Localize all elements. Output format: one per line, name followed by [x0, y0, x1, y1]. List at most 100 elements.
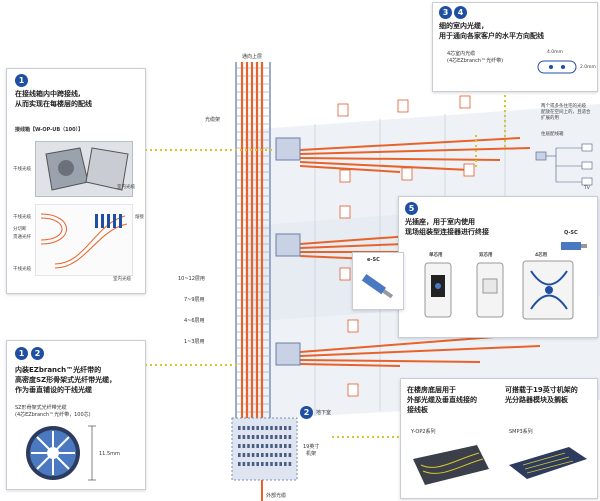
outlet-quad — [522, 260, 574, 320]
rack-port — [279, 435, 282, 439]
fiber-tray-illustration — [34, 203, 134, 277]
qsc-label: Q-SC — [564, 230, 578, 236]
rack-port — [279, 444, 282, 448]
rack-port — [288, 435, 292, 439]
cable-height-dim: 2.0mm — [580, 65, 596, 70]
rack-port — [279, 453, 282, 457]
rack-port — [256, 453, 259, 457]
rack-port — [256, 462, 259, 466]
rack-port — [261, 462, 264, 466]
rack-port — [270, 453, 273, 457]
badge-1b: 1 — [15, 347, 28, 360]
cable-rack-label: 光缆架 — [205, 117, 221, 123]
callout-junction-box: 1 在接线箱内中跨接线, 从而实现在每楼层的配线 接线箱【W-OP-UB（100… — [6, 68, 146, 294]
riser-top-label: 通向上层 — [242, 54, 263, 60]
callout1-title-1: 在接线箱内中跨接线, — [15, 90, 81, 98]
horizontal-cables-top — [299, 137, 531, 173]
distribution-box-label: 住居配线箱 — [541, 132, 564, 137]
rack-port — [288, 462, 292, 466]
rack-port — [261, 426, 264, 430]
panel-left-series: Y-OP2系列 — [411, 429, 436, 435]
qsc-connector — [561, 242, 587, 250]
rack-port — [274, 435, 278, 439]
basement-label: 地下室 — [316, 410, 332, 416]
panel-left-title-3: 接线板 — [407, 406, 428, 414]
callout12-title-3: 作为垂直铺设的干线光缆 — [15, 386, 92, 394]
rack-port — [284, 435, 287, 439]
rack-port — [274, 444, 278, 448]
unit-note-2: 配放在空间上的，且适合 — [541, 110, 591, 115]
esc-connector-icon — [361, 273, 394, 299]
rack-port — [284, 462, 287, 466]
home-network-icon — [535, 143, 593, 186]
badge-4: 4 — [454, 6, 467, 19]
rack-port — [251, 453, 255, 457]
rack-port — [288, 426, 292, 430]
rack-port — [261, 435, 264, 439]
rack-port — [284, 453, 287, 457]
outlet-single — [424, 262, 452, 318]
outlet-label-quad: 4芯用 — [535, 253, 548, 258]
unit-note-3: 扩展的用 — [541, 116, 559, 121]
callout34-title-1: 细的室内光缆， — [439, 22, 488, 30]
rack-label-2: 机架 — [306, 451, 317, 457]
outlet-label-single: 单芯用 — [429, 253, 443, 258]
label-trunk-cable-3: 干线光缆 — [13, 267, 31, 272]
tv-label: TV — [584, 186, 590, 191]
diameter-dimension-line — [88, 425, 96, 481]
rack-port — [251, 444, 255, 448]
label-indoor-cable-2: 室内光缆 — [113, 277, 131, 282]
callout12-title-2: 高密度SZ形骨架式光纤带光缆， — [15, 376, 117, 384]
junction-box-mid — [275, 233, 301, 257]
rack-port — [242, 462, 246, 466]
home-devices: TV — [532, 142, 598, 192]
esc-connector-inset: e-SC — [352, 252, 404, 310]
rack-port — [265, 426, 269, 430]
callout-indoor-cable: 3 4 细的室内光缆， 用于通向各家客户的水平方向配线 4芯室内光缆 (4芯EZ… — [432, 2, 598, 92]
panel-right-title-1: 可搭载于19英寸机架的 — [505, 386, 578, 394]
rack-port — [247, 453, 250, 457]
junction-box-low — [275, 342, 301, 366]
rack-port — [251, 462, 255, 466]
panel-right-title-2: 光分路器模块及搁板 — [505, 396, 568, 404]
label-indoor-cable: 室内光缆 — [117, 185, 135, 190]
rack-port — [242, 435, 246, 439]
outlet-label-double: 双芯用 — [479, 253, 493, 258]
label-shared-fiber: 贯通光纤 — [13, 235, 31, 240]
rack-port — [242, 426, 246, 430]
callout1-product: 接线箱【W-OP-UB（100）】 — [15, 127, 84, 133]
cable-width-dim: 4.0mm — [547, 50, 563, 55]
rack-port — [270, 444, 273, 448]
rack-port — [265, 453, 269, 457]
rack-port — [238, 426, 241, 430]
panel-right-series: SMP3系列 — [509, 429, 533, 435]
rack-port — [261, 444, 264, 448]
floor-label-7-9: 7~9层用 — [184, 297, 205, 303]
rack-port — [247, 444, 250, 448]
panel-left-title-2: 外部光缆及垂直线接的 — [407, 396, 477, 404]
rack-port — [274, 462, 278, 466]
rack-label-1: 19英寸 — [303, 444, 320, 450]
callout34-product-1: 4芯室内光缆 — [447, 51, 476, 57]
junction-box-photo — [35, 141, 133, 197]
basement-badge: 2 — [300, 406, 313, 419]
rack-port — [265, 435, 269, 439]
rack-port — [242, 444, 246, 448]
badge-1: 1 — [15, 74, 28, 87]
label-cutter: 分切断 — [13, 227, 27, 232]
rack-port — [247, 462, 250, 466]
fiber-routing-diagram — [34, 203, 134, 277]
callout-optical-outlet: 5 光插座，用于室内使用 现场组装型连接器进行终接 Q-SC 单芯用 双芯用 4… — [398, 196, 598, 338]
label-connector: 熔接 — [135, 215, 144, 220]
vertical-trunk-cables — [240, 62, 264, 430]
callout12-title-1: 内装EZbranch™光纤带的 — [15, 366, 102, 374]
callout12-sub-2: (4芯EZbranch™光纤带，100芯) — [15, 412, 91, 418]
rack-port — [247, 435, 250, 439]
rack-port — [288, 453, 292, 457]
rack-port — [274, 426, 278, 430]
label-trunk-cable: 干线光缆 — [13, 167, 31, 172]
rack-port — [238, 462, 241, 466]
basement-rack — [231, 417, 298, 481]
rack-port — [270, 426, 273, 430]
